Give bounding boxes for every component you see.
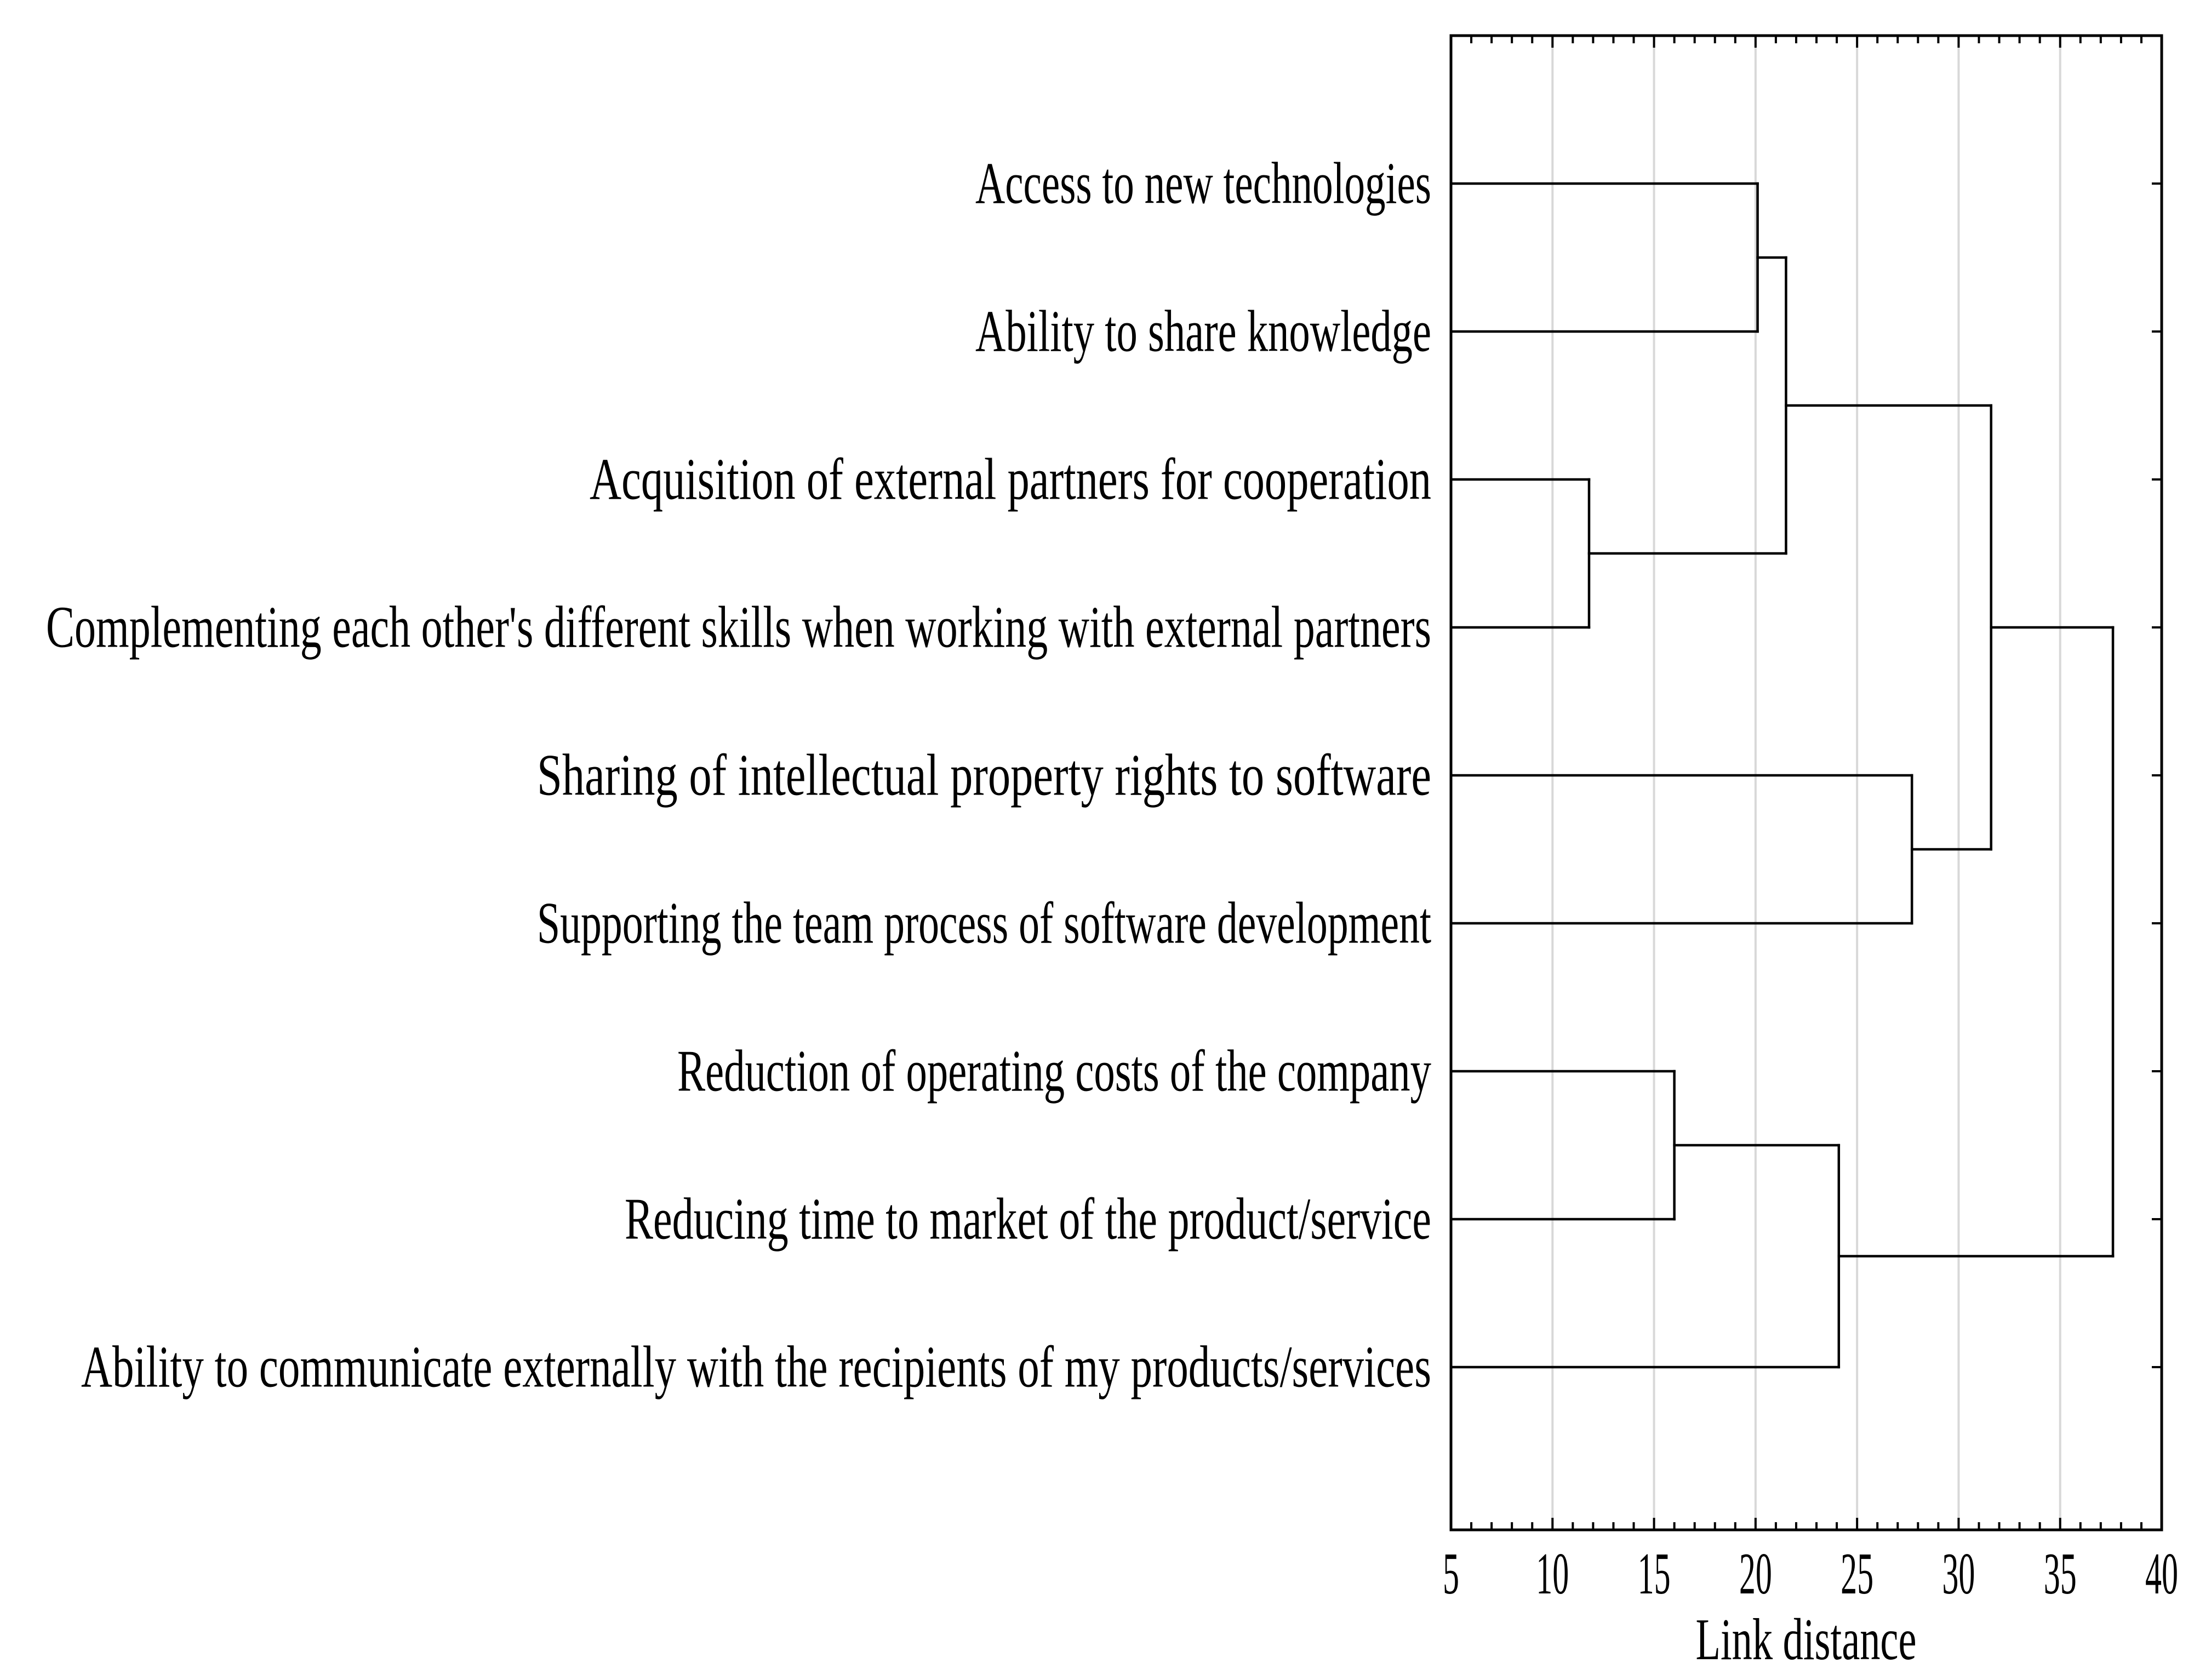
leaf-label: Sharing of intellectual property rights …: [537, 743, 1431, 808]
x-axis-title: Link distance: [1696, 1607, 1917, 1672]
x-tick-label: 20: [1739, 1541, 1772, 1607]
plot-border: [1449, 34, 2163, 1532]
leaf-label: Supporting the team process of software …: [537, 891, 1431, 956]
leaf-label: Complementing each other's different ski…: [46, 595, 1431, 660]
leaf-label: Access to new technologies: [975, 151, 1431, 216]
x-tick-label: 25: [1841, 1541, 1873, 1607]
x-tick-label: 5: [1443, 1541, 1459, 1607]
x-tick-label: 10: [1536, 1541, 1569, 1607]
leaf-label: Reducing time to market of the product/s…: [625, 1187, 1431, 1252]
x-tick-labels: 5 10 15 20 25 30 35 40: [1443, 1541, 2178, 1607]
leaf-label: Acquisition of external partners for coo…: [590, 447, 1431, 512]
x-tick-label: 15: [1638, 1541, 1671, 1607]
leaf-label: Reduction of operating costs of the comp…: [677, 1039, 1431, 1104]
x-tick-label: 30: [1942, 1541, 1975, 1607]
dendrogram-links: [1449, 182, 2115, 1369]
gridlines: [1551, 36, 2061, 1530]
leaf-label: Ability to share knowledge: [975, 299, 1431, 364]
leaf-label: Ability to communicate externally with t…: [81, 1335, 1431, 1400]
axis-ticks: [1470, 36, 2162, 1530]
x-tick-label: 35: [2044, 1541, 2077, 1607]
x-tick-label: 40: [2145, 1541, 2178, 1607]
